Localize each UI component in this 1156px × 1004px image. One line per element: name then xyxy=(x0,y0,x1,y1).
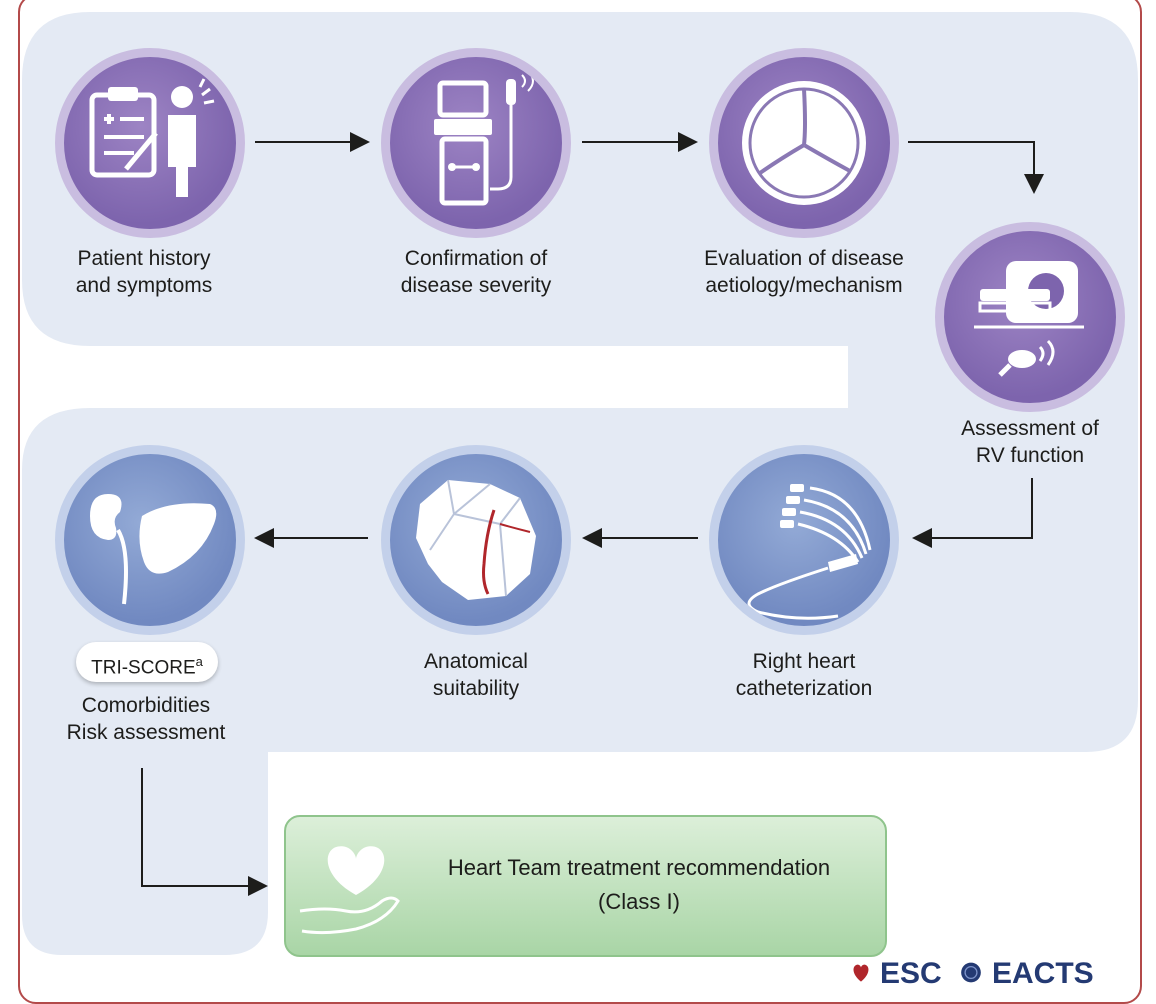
catheter-icon xyxy=(709,445,899,635)
label-evaluation-aetiology-line2: aetiology/mechanism xyxy=(705,274,903,297)
arrow-aetiology-rv xyxy=(908,141,1044,194)
label-confirmation-severity: Confirmation of disease severity xyxy=(356,245,596,299)
label-confirmation-severity-line2: disease severity xyxy=(400,274,552,297)
tri-score-badge: TRI-SCOREa xyxy=(76,642,218,682)
label-right-heart-cath: Right heart catheterization xyxy=(684,648,924,702)
heart-team-recommendation-box: Heart Team treatment recommendation (Cla… xyxy=(284,815,887,957)
label-evaluation-aetiology-line1: Evaluation of disease xyxy=(704,247,904,270)
kidney-liver-icon xyxy=(55,445,245,635)
label-right-heart-cath-line2: catheterization xyxy=(735,677,873,700)
arrow-risk-outcome xyxy=(141,768,268,896)
recommendation-line1: Heart Team treatment recommendation xyxy=(447,855,831,880)
label-patient-history: Patient history and symptoms xyxy=(24,245,264,299)
tri-score-footnote: a xyxy=(195,654,203,669)
label-assessment-rv-line1: Assessment of xyxy=(961,417,1099,440)
eacts-logo-text: EACTS xyxy=(992,957,1094,990)
heart-in-hand-icon xyxy=(299,846,400,935)
label-anatomical-suitability-line1: Anatomical xyxy=(424,650,528,673)
label-anatomical-suitability-line2: suitability xyxy=(432,677,520,700)
mri-scanner-icon xyxy=(935,222,1125,412)
echocardiography-machine-icon xyxy=(381,48,571,238)
esc-logo-icon xyxy=(853,964,869,982)
label-patient-history-line1: Patient history xyxy=(77,247,211,270)
label-evaluation-aetiology: Evaluation of disease aetiology/mechanis… xyxy=(684,245,924,299)
label-anatomical-suitability: Anatomical suitability xyxy=(356,648,596,702)
recommendation-text: Heart Team treatment recommendation (Cla… xyxy=(404,851,874,919)
label-assessment-rv-line2: RV function xyxy=(975,444,1085,467)
label-risk-assessment: Comorbidities Risk assessment xyxy=(26,692,266,746)
label-patient-history-line2: and symptoms xyxy=(75,274,213,297)
heart-anatomy-icon xyxy=(381,445,571,635)
recommendation-line2: (Class I) xyxy=(598,889,680,914)
label-confirmation-severity-line1: Confirmation of xyxy=(404,247,548,270)
eacts-logo-icon xyxy=(961,962,981,983)
tri-score-label: TRI-SCORE xyxy=(91,657,196,679)
label-risk-assessment-line1: Comorbidities xyxy=(81,694,211,717)
arrow-rv-cath xyxy=(912,478,1033,548)
label-risk-assessment-line2: Risk assessment xyxy=(66,721,226,744)
label-right-heart-cath-line1: Right heart xyxy=(752,650,856,673)
label-assessment-rv: Assessment of RV function xyxy=(910,415,1150,469)
tricuspid-valve-icon xyxy=(709,48,899,238)
esc-logo-text: ESC xyxy=(880,957,942,990)
clipboard-patient-icon xyxy=(55,48,245,238)
